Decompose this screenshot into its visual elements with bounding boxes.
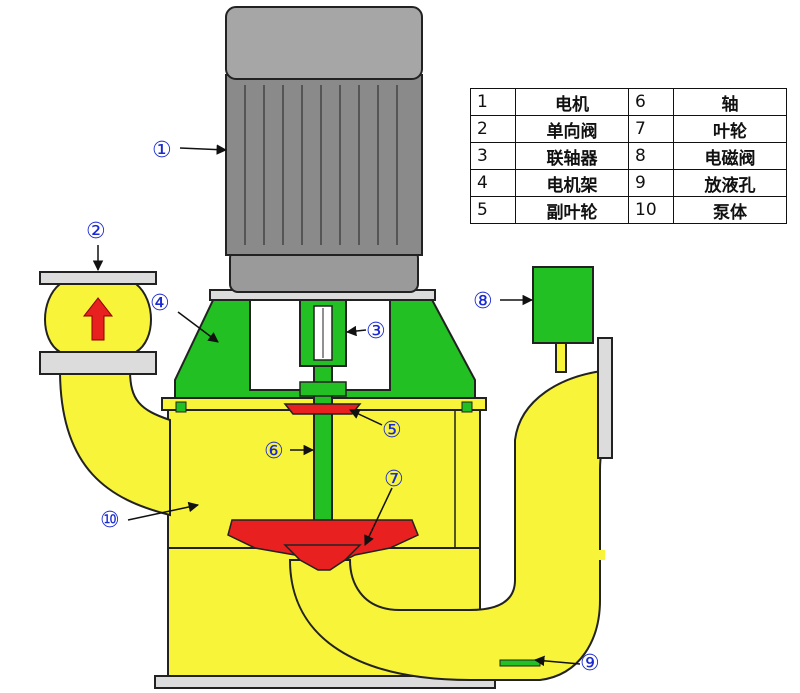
solenoid-valve [532, 266, 594, 373]
legend-part-name: 放液孔 [673, 169, 787, 197]
callout-8: ⑧ [473, 289, 493, 314]
legend-number: 7 [628, 115, 674, 143]
callout-5: ⑤ [382, 418, 402, 443]
legend-number: 1 [470, 88, 516, 116]
legend-number: 9 [628, 169, 674, 197]
legend-row: 4 电机架 9 放液孔 [470, 169, 787, 197]
callout-4: ④ [150, 291, 170, 316]
legend-number: 2 [470, 115, 516, 143]
legend-row: 3 联轴器 8 电磁阀 [470, 142, 787, 170]
legend-number: 6 [628, 88, 674, 116]
legend-number: 10 [628, 196, 674, 224]
coupling [299, 299, 347, 367]
legend-part-name: 电磁阀 [673, 142, 787, 170]
legend-row: 2 单向阀 7 叶轮 [470, 115, 787, 143]
legend-row: 5 副叶轮 10 泵体 [470, 196, 787, 224]
legend-number: 3 [470, 142, 516, 170]
parts-legend-table: 1 电机 6 轴 2 单向阀 7 叶轮 3 联轴器 8 电磁阀 4 电机架 9 … [470, 88, 787, 224]
leader-lines [92, 144, 581, 667]
legend-part-name: 联轴器 [515, 142, 629, 170]
legend-part-name: 轴 [673, 88, 787, 116]
callout-10: ⑩ [100, 508, 120, 533]
callout-9: ⑨ [580, 651, 600, 676]
legend-row: 1 电机 6 轴 [470, 88, 787, 116]
secondary-impeller [283, 403, 362, 415]
legend-part-name: 电机架 [515, 169, 629, 197]
callout-6: ⑥ [264, 439, 284, 464]
callout-2: ② [86, 219, 106, 244]
legend-part-name: 电机 [515, 88, 629, 116]
legend-part-name: 单向阀 [515, 115, 629, 143]
legend-number: 8 [628, 142, 674, 170]
legend-part-name: 泵体 [673, 196, 787, 224]
inlet-pipe [39, 271, 171, 517]
flow-arrow-icon [82, 297, 114, 341]
callout-1: ① [152, 138, 172, 163]
callout-3: ③ [366, 319, 386, 344]
callout-7: ⑦ [384, 467, 404, 492]
legend-number: 5 [470, 196, 516, 224]
legend-number: 4 [470, 169, 516, 197]
motor [225, 6, 423, 293]
legend-part-name: 叶轮 [673, 115, 787, 143]
legend-part-name: 副叶轮 [515, 196, 629, 224]
